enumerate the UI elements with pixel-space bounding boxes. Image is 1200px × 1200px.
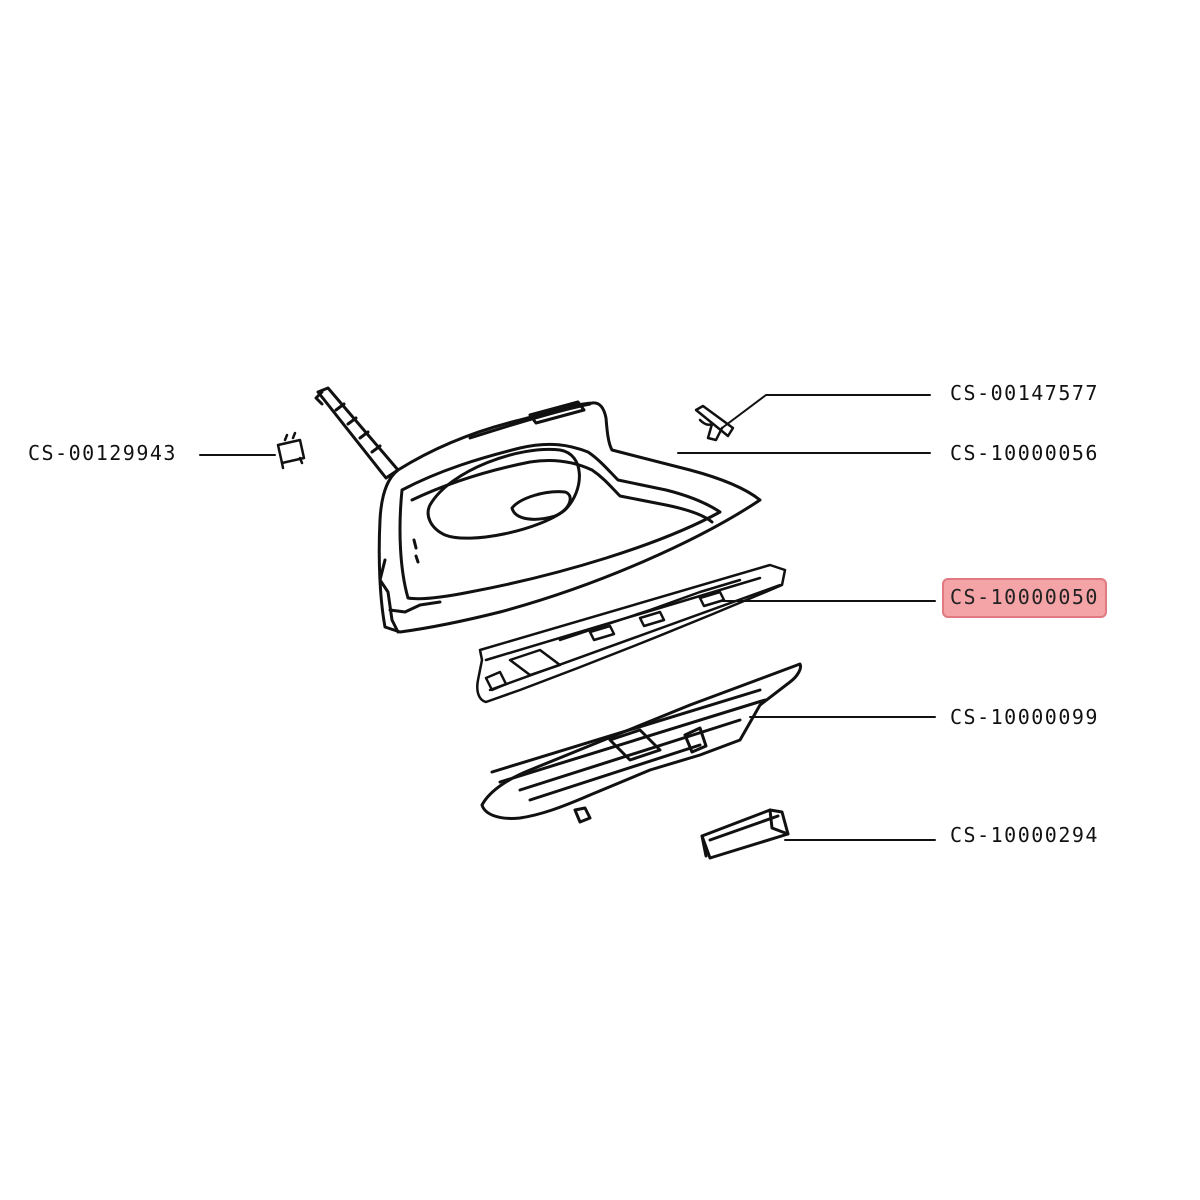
part-label-cs-00129943[interactable]: CS-00129943 (28, 441, 177, 465)
soleplate-part-cs-10000099[interactable] (480, 662, 802, 824)
part-label-cs-10000050[interactable]: CS-10000050 (942, 578, 1107, 618)
part-label-cs-10000056[interactable]: CS-10000056 (950, 441, 1099, 465)
part-label-cs-10000099[interactable]: CS-10000099 (950, 705, 1099, 729)
part-label-cs-10000294[interactable]: CS-10000294 (950, 823, 1099, 847)
clip-part-cs-00129943[interactable] (276, 431, 306, 470)
panel-part-cs-10000050[interactable] (476, 563, 787, 704)
clip-part-cs-10000294[interactable] (700, 808, 790, 860)
leader-line-cs-00147577 (721, 394, 931, 429)
part-label-cs-00147577[interactable]: CS-00147577 (950, 381, 1099, 405)
iron-housing-cs-10000056[interactable] (314, 386, 762, 634)
latch-part-cs-00147577[interactable] (694, 404, 735, 442)
